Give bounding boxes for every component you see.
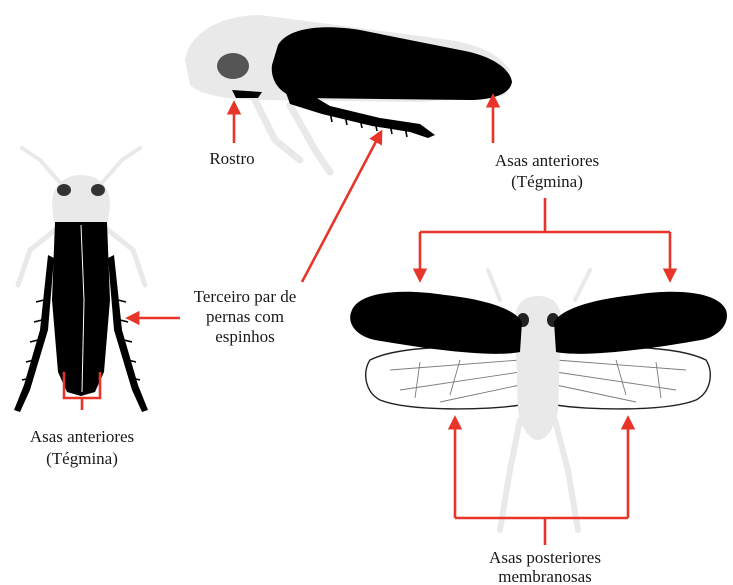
spread-left-hindwing (366, 347, 525, 409)
insect-spread-wings (350, 270, 727, 530)
label-asas-anteriores-top-1: Asas anteriores (495, 151, 599, 170)
label-asas-anteriores-left-1: Asas anteriores (30, 427, 134, 446)
dorsal-right-antenna (100, 148, 140, 185)
spread-right-hindwing (551, 347, 710, 409)
label-terceiro-par-2: pernas com (206, 307, 284, 326)
label-asas-anteriores-left-2: (Tégmina) (46, 449, 118, 468)
spread-right-tegmen (554, 292, 727, 354)
side-eye (217, 53, 249, 79)
bracket-tegmina-spread (420, 198, 670, 232)
spread-right-leg (555, 420, 578, 530)
label-asas-posteriores-1: Asas posteriores (489, 548, 601, 567)
insect-dorsal-view (14, 148, 148, 412)
label-asas-anteriores-top-2: (Tégmina) (511, 172, 583, 191)
label-rostro: Rostro (209, 149, 254, 168)
dorsal-tegmina (52, 222, 110, 396)
spread-left-antenna (488, 270, 500, 300)
dorsal-left-antenna (22, 148, 62, 185)
side-tegmen (272, 27, 512, 100)
spread-left-leg (500, 420, 520, 530)
label-terceiro-par-3: espinhos (215, 327, 275, 346)
spread-right-antenna (575, 270, 590, 300)
dorsal-right-eye (91, 184, 105, 196)
side-middle-leg (290, 105, 330, 172)
label-terceiro-par-1: Terceiro par de (194, 287, 297, 306)
spread-left-tegmen (350, 292, 522, 354)
bracket-hindwings (455, 518, 628, 545)
label-asas-posteriores-2: membranosas (498, 567, 591, 585)
dorsal-left-eye (57, 184, 71, 196)
